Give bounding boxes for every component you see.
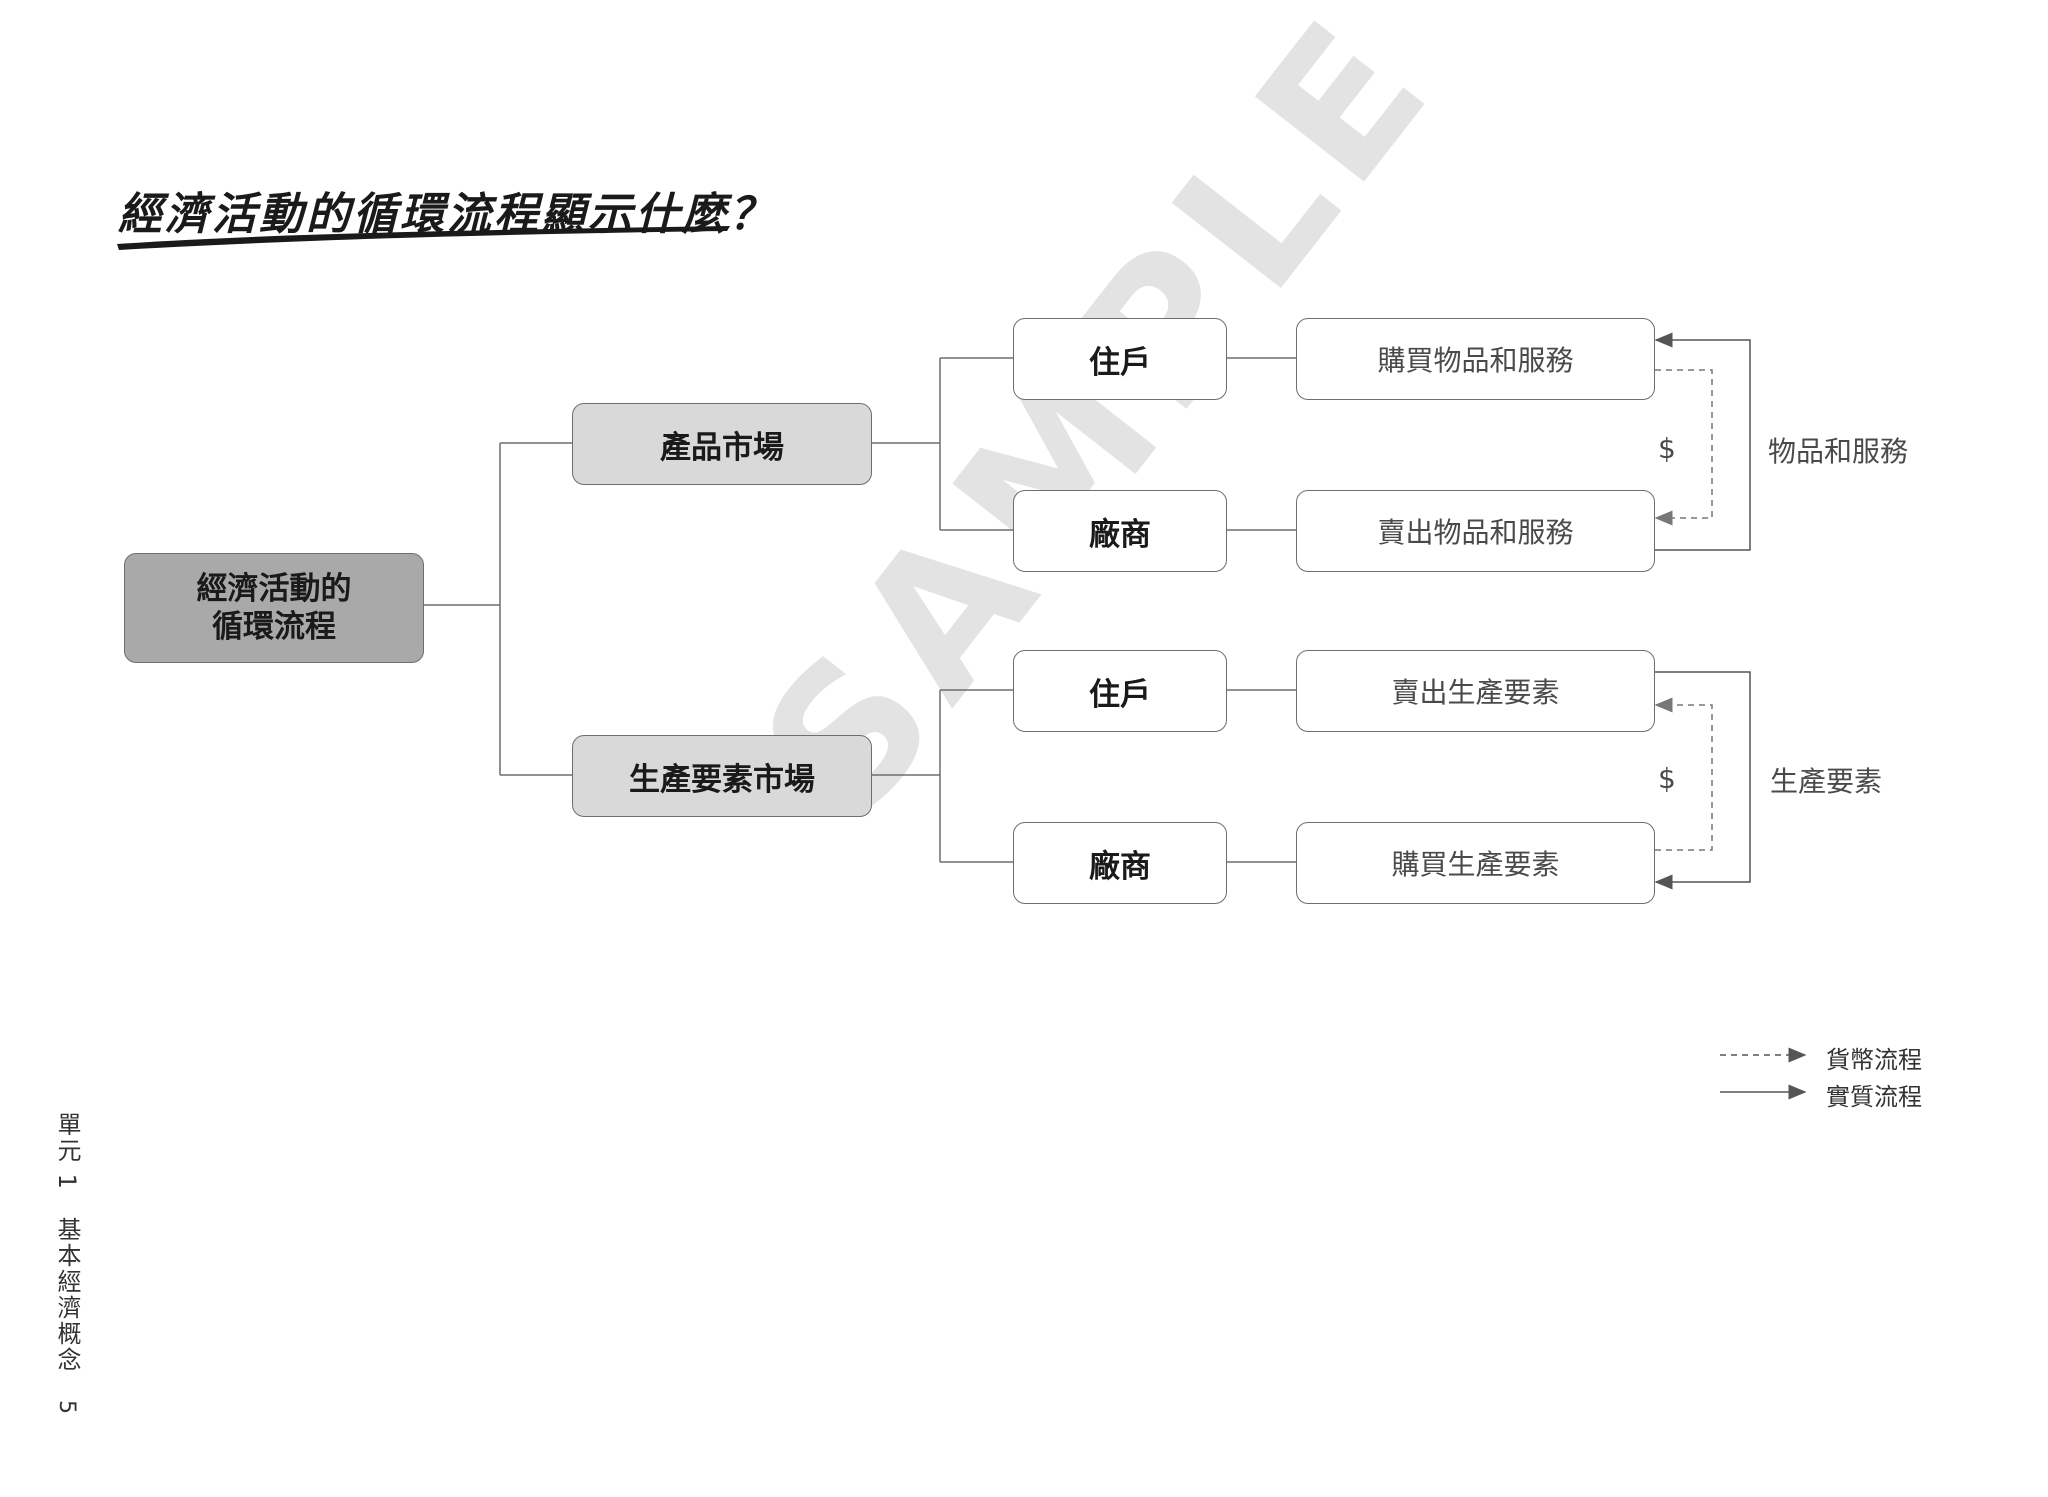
product-firm-node: 廠商	[1013, 490, 1227, 572]
factor-firm-action: 購買生產要素	[1296, 822, 1655, 904]
product-household-action: 購買物品和服務	[1296, 318, 1655, 400]
factor-firm-node: 廠商	[1013, 822, 1227, 904]
page-number: 5	[54, 1400, 79, 1414]
root-line-2: 循環流程	[212, 609, 336, 645]
product-firm-action: 賣出物品和服務	[1296, 490, 1655, 572]
product-market-node: 產品市場	[572, 403, 872, 485]
product-flow-label: 物品和服務	[1768, 435, 1909, 468]
legend-money-flow: 貨幣流程	[1826, 1046, 1922, 1074]
factor-money-symbol: $	[1658, 762, 1676, 795]
factor-flow-label: 生產要素	[1770, 765, 1883, 798]
title-underline	[117, 226, 730, 250]
factor-household-node: 住戶	[1013, 650, 1227, 732]
root-node: 經濟活動的 循環流程	[124, 553, 424, 663]
product-household-node: 住戶	[1013, 318, 1227, 400]
legend-real-flow: 實質流程	[1826, 1083, 1922, 1111]
factor-household-action: 賣出生產要素	[1296, 650, 1655, 732]
unit-footer: 單元 1 基本經濟概念	[53, 1112, 81, 1373]
product-money-symbol: $	[1658, 432, 1676, 465]
factor-market-node: 生產要素市場	[572, 735, 872, 817]
root-line-1: 經濟活動的	[196, 571, 352, 607]
